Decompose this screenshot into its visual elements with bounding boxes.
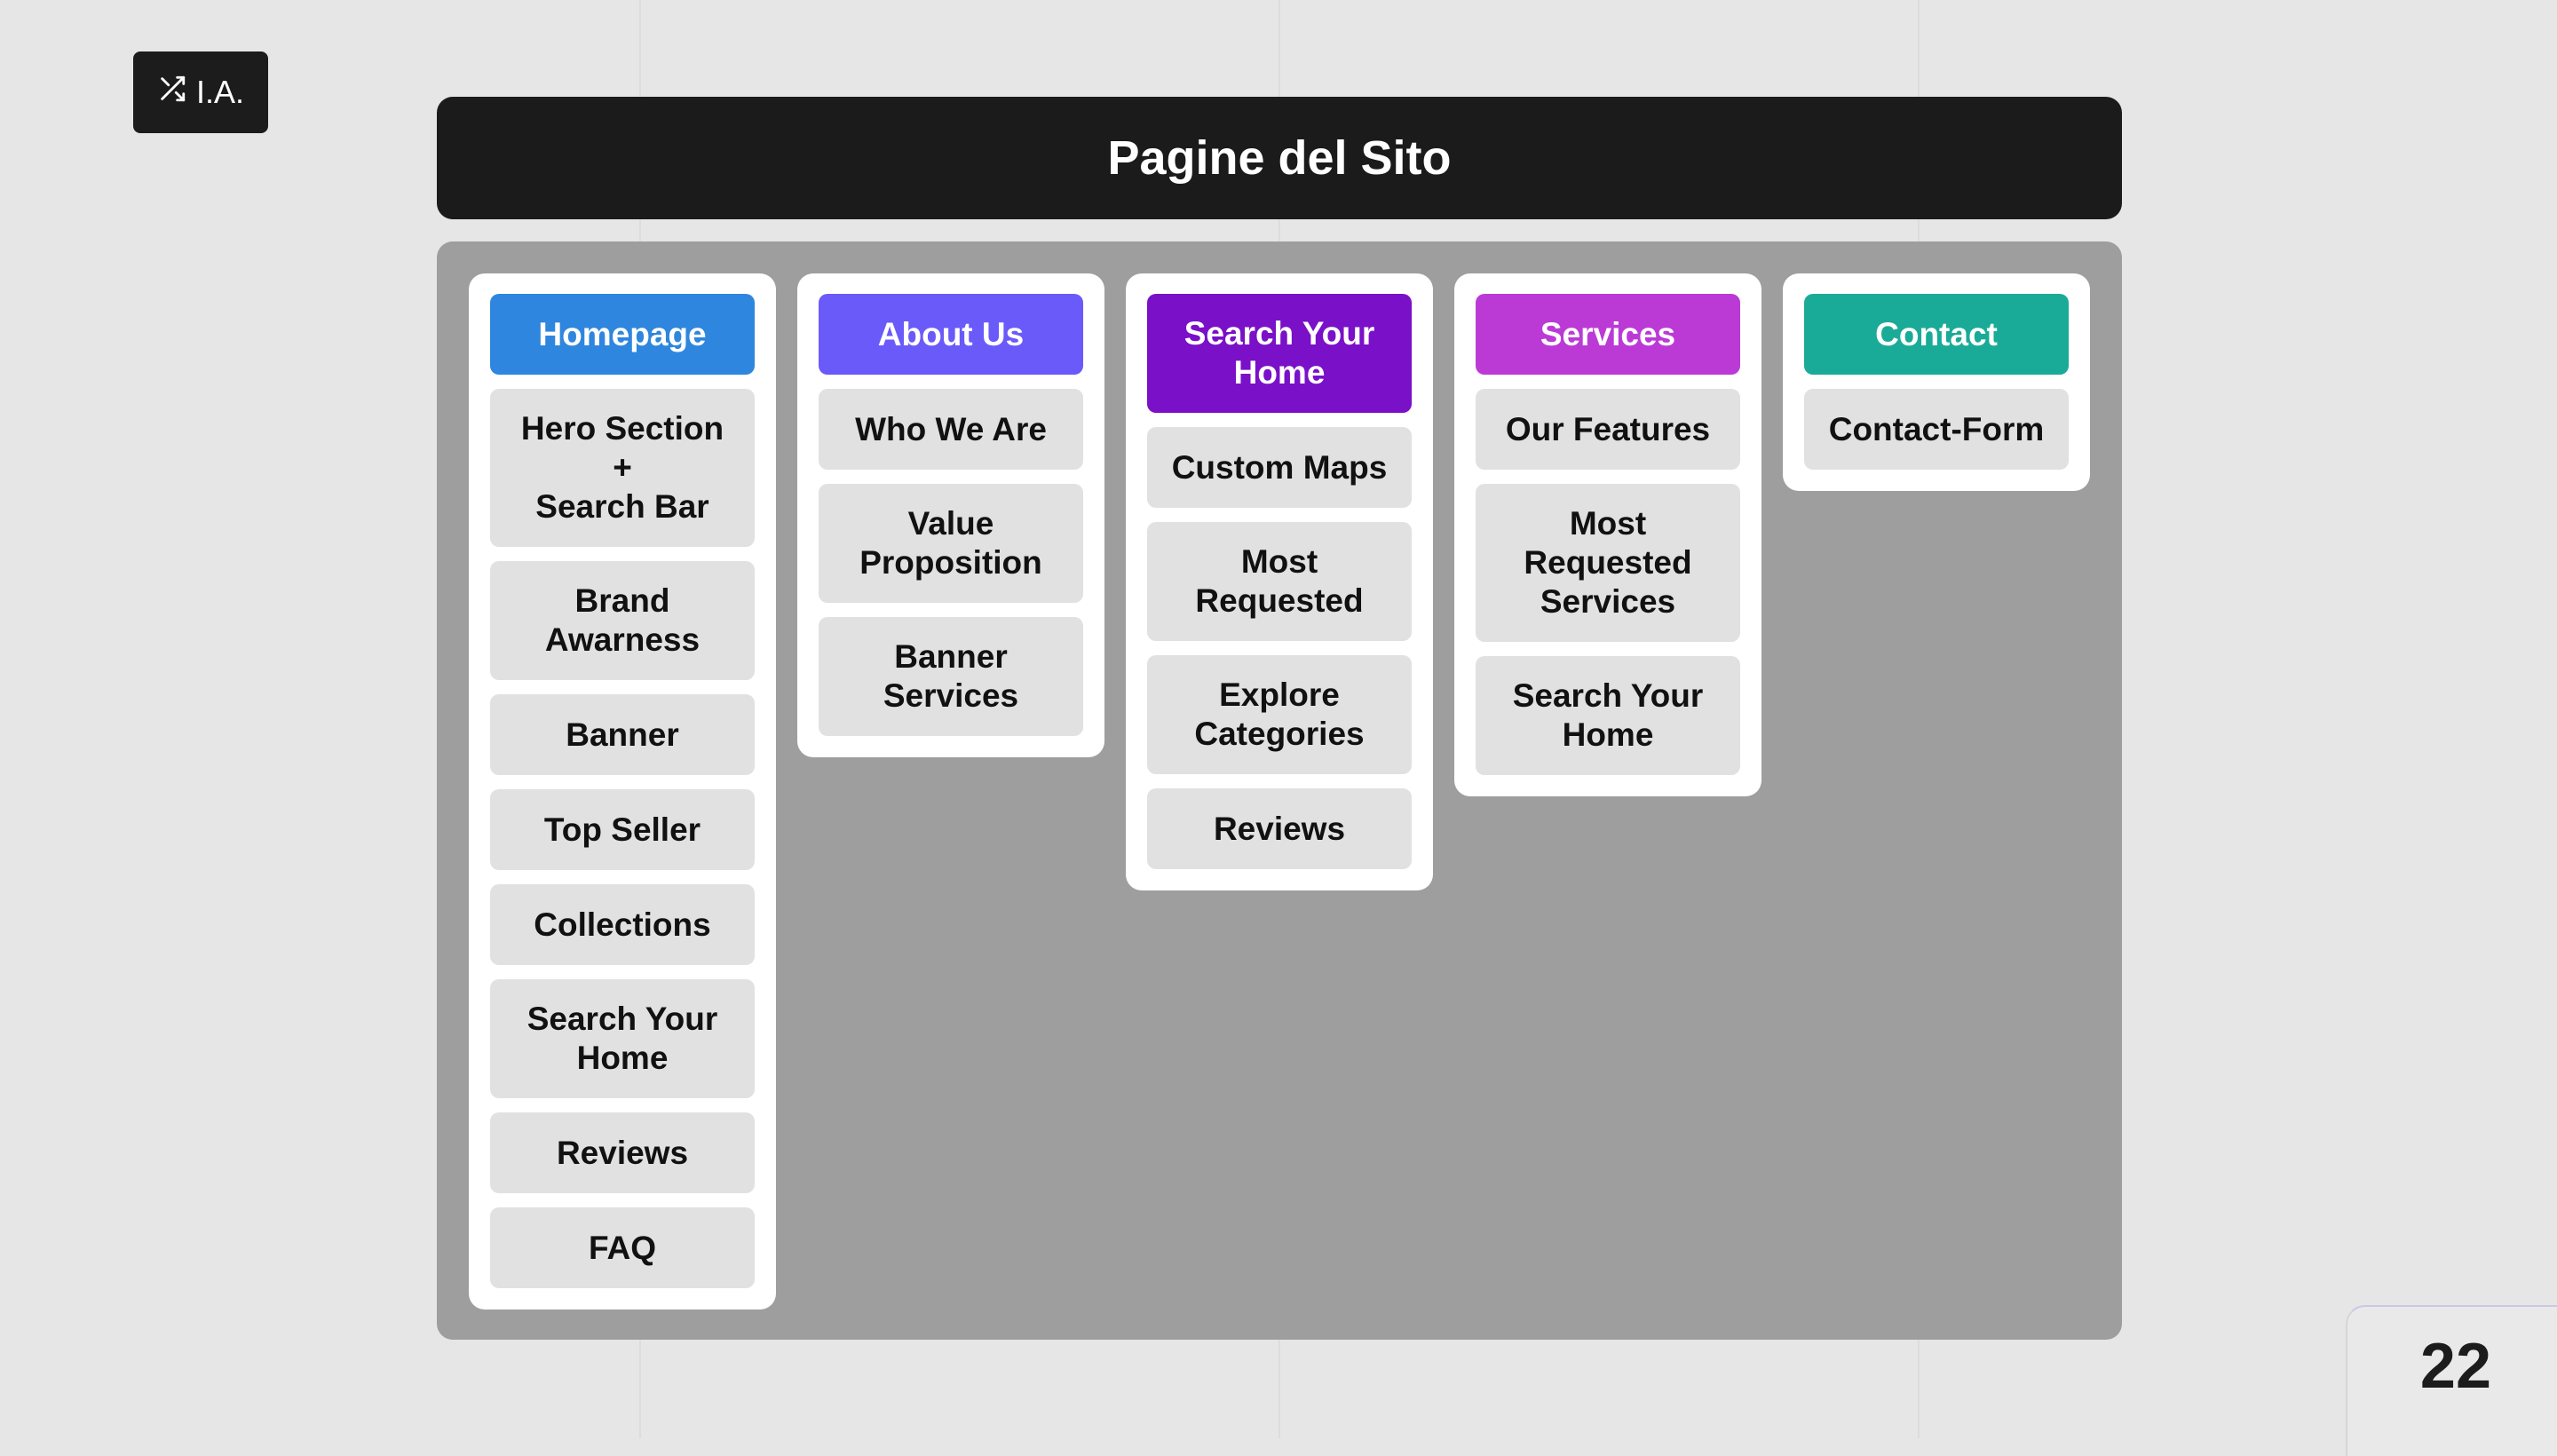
page-item: Who We Are [819, 389, 1083, 470]
sitemap-board: Homepage Hero Section + Search Bar Brand… [437, 241, 2122, 1340]
page-item: Top Seller [490, 789, 755, 870]
page-item: Value Proposition [819, 484, 1083, 603]
page-item: Reviews [490, 1112, 755, 1193]
page-item: Custom Maps [1147, 427, 1412, 508]
page-item: Brand Awarness [490, 561, 755, 680]
column-services: Services Our Features Most Requested Ser… [1454, 273, 1761, 796]
column-search-your-home: Search Your Home Custom Maps Most Reques… [1126, 273, 1433, 890]
page-item: FAQ [490, 1207, 755, 1288]
page-item: Our Features [1476, 389, 1740, 470]
page-number-tab [2346, 1305, 2557, 1456]
column-contact: Contact Contact-Form [1783, 273, 2090, 491]
page-title: Pagine del Sito [1107, 131, 1452, 185]
page-item: Explore Categories [1147, 655, 1412, 774]
page-item: Search Your Home [490, 979, 755, 1098]
page-title-bar: Pagine del Sito [437, 97, 2122, 219]
column-header: Services [1476, 294, 1740, 375]
page-item: Contact-Form [1804, 389, 2069, 470]
page-item: Most Requested [1147, 522, 1412, 641]
column-homepage: Homepage Hero Section + Search Bar Brand… [469, 273, 776, 1310]
page-item: Search Your Home [1476, 656, 1740, 775]
page-item: Collections [490, 884, 755, 965]
column-about-us: About Us Who We Are Value Proposition Ba… [797, 273, 1104, 757]
page-item: Hero Section + Search Bar [490, 389, 755, 547]
column-header: Homepage [490, 294, 755, 375]
column-header: About Us [819, 294, 1083, 375]
badge-label: I.A. [195, 74, 245, 110]
column-header: Contact [1804, 294, 2069, 375]
page-item: Banner Services [819, 617, 1083, 736]
page-item: Banner [490, 694, 755, 775]
ia-badge: I.A. [133, 51, 268, 133]
page-item: Most Requested Services [1476, 484, 1740, 642]
page-item: Reviews [1147, 788, 1412, 869]
shuffle-icon [157, 74, 187, 112]
page-number: 22 [2419, 1331, 2491, 1402]
column-header: Search Your Home [1147, 294, 1412, 413]
